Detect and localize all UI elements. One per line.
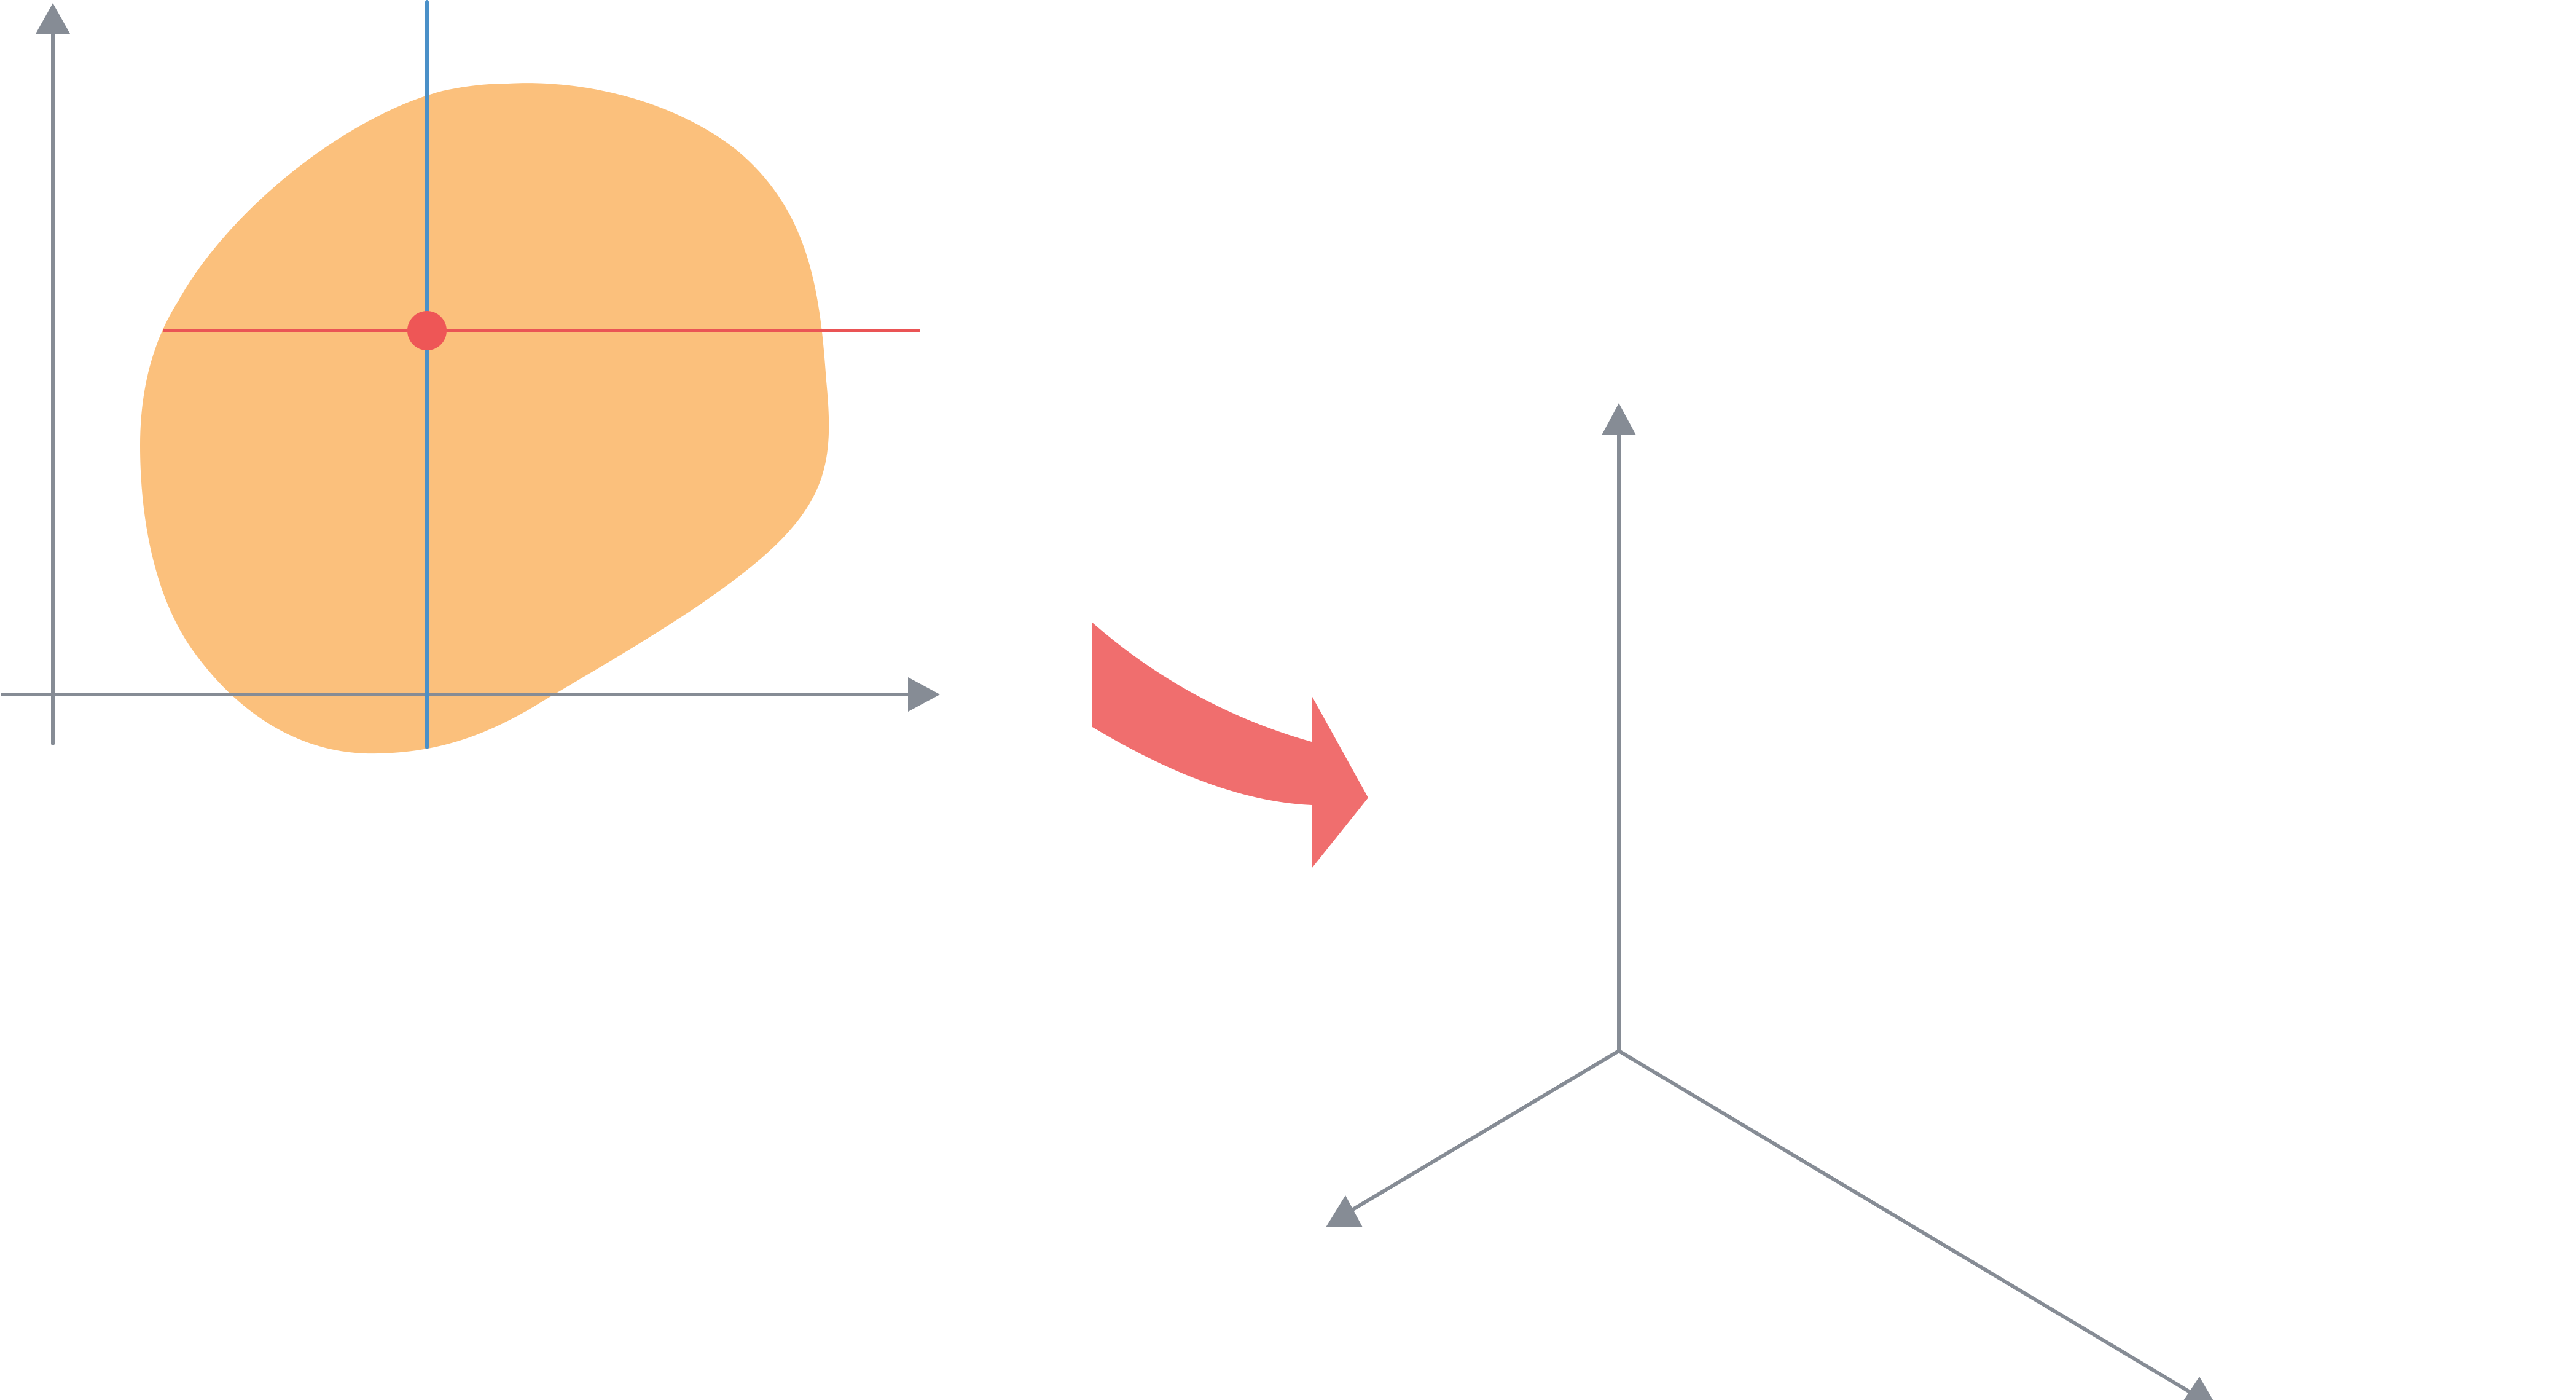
left-axis-arrowhead xyxy=(1326,1195,1363,1227)
x-axis-arrowhead xyxy=(908,677,940,712)
vertical-axis-arrowhead xyxy=(1602,403,1636,435)
left-axis-line xyxy=(1351,1049,1621,1211)
y-axis-arrowhead xyxy=(36,3,70,34)
left-panel-2d xyxy=(1,0,940,754)
right-panel-3d xyxy=(1326,403,2214,1400)
filled-region xyxy=(140,83,829,754)
intersection-point xyxy=(407,311,447,350)
right-axis-line xyxy=(1617,1049,2194,1395)
right-axis-arrowhead xyxy=(2183,1377,2214,1400)
curved-arrow-icon xyxy=(1092,623,1368,868)
transform-arrow xyxy=(1092,623,1368,868)
